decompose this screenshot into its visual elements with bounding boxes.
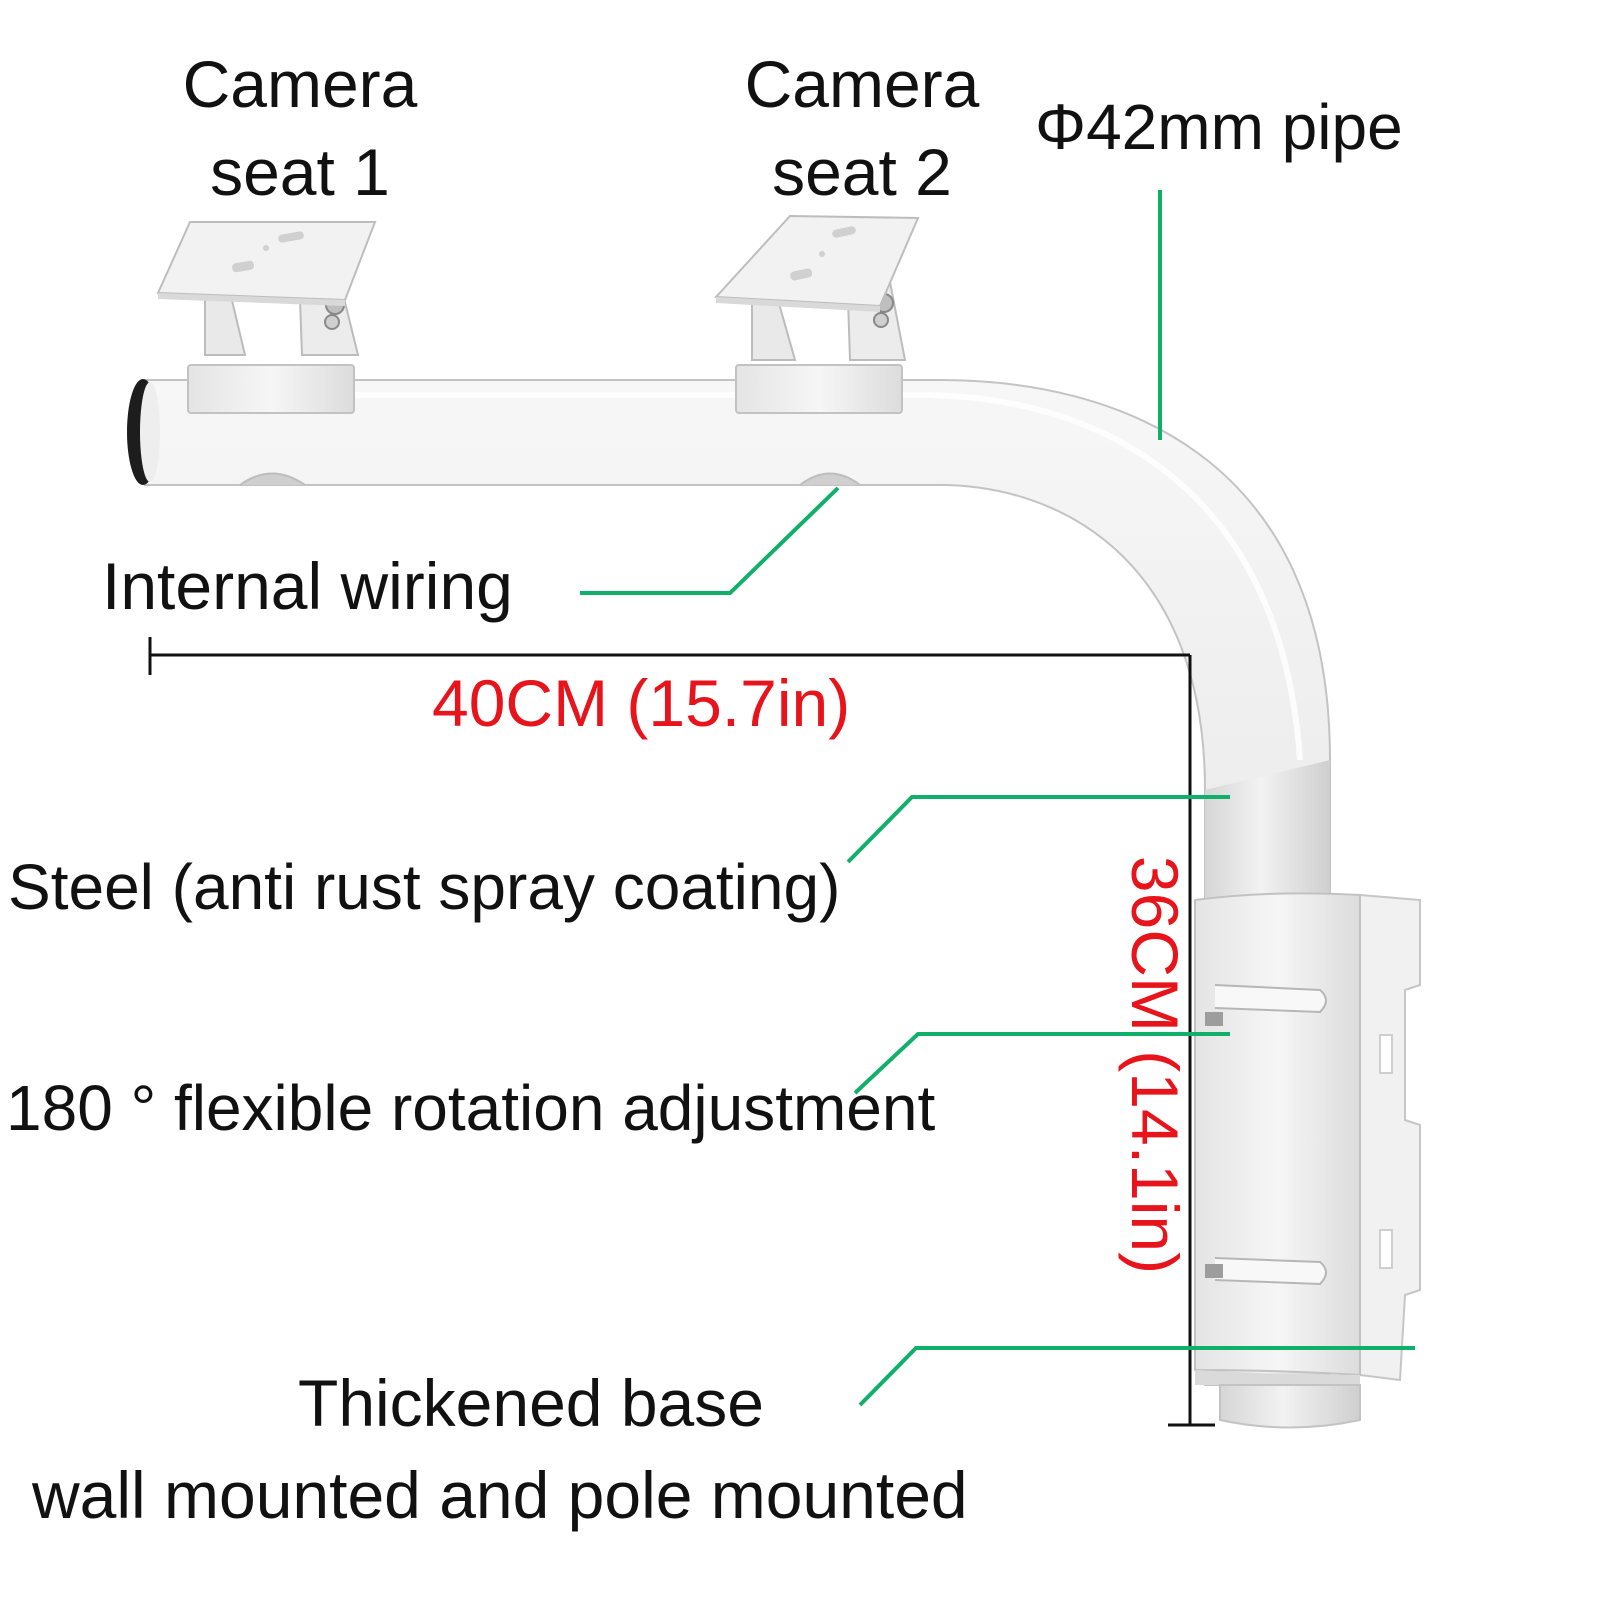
bolt-icon — [1205, 1012, 1223, 1026]
seat1-label-line2: seat 1 — [210, 135, 390, 209]
pipe-diameter-label: Φ42mm pipe — [1035, 91, 1403, 163]
leader-rotation — [853, 1032, 1230, 1095]
steel-coating-label: Steel (anti rust spray coating) — [8, 851, 841, 923]
rotation-adjustment-label: 180 ° flexible rotation adjustment — [6, 1072, 936, 1144]
leader-lines — [580, 190, 1415, 1407]
leader-base — [858, 1346, 1415, 1407]
thickened-base — [1194, 892, 1421, 1429]
height-dimension-text: 36CM (14.1in) — [1118, 855, 1192, 1275]
seat2-label-line2: seat 2 — [772, 135, 952, 209]
seat2-label-line1: Camera — [744, 47, 980, 121]
seat1-label-line1: Camera — [182, 47, 418, 121]
dimension-lines — [148, 637, 1215, 1427]
camera-seat-2-label: Camera seat 2 — [712, 40, 1012, 216]
bolt-icon — [1205, 1264, 1223, 1278]
width-dimension-text: 40CM (15.7in) — [432, 666, 851, 740]
internal-wiring-label: Internal wiring — [102, 549, 513, 623]
thickened-base-label: Thickened base — [298, 1366, 764, 1440]
camera-seat-2 — [713, 214, 920, 414]
camera-seat-1-label: Camera seat 1 — [150, 40, 450, 216]
leader-wiring — [580, 486, 840, 595]
leader-steel — [846, 795, 1230, 864]
camera-seat-1 — [156, 221, 377, 414]
mount-type-label: wall mounted and pole mounted — [32, 1458, 968, 1532]
